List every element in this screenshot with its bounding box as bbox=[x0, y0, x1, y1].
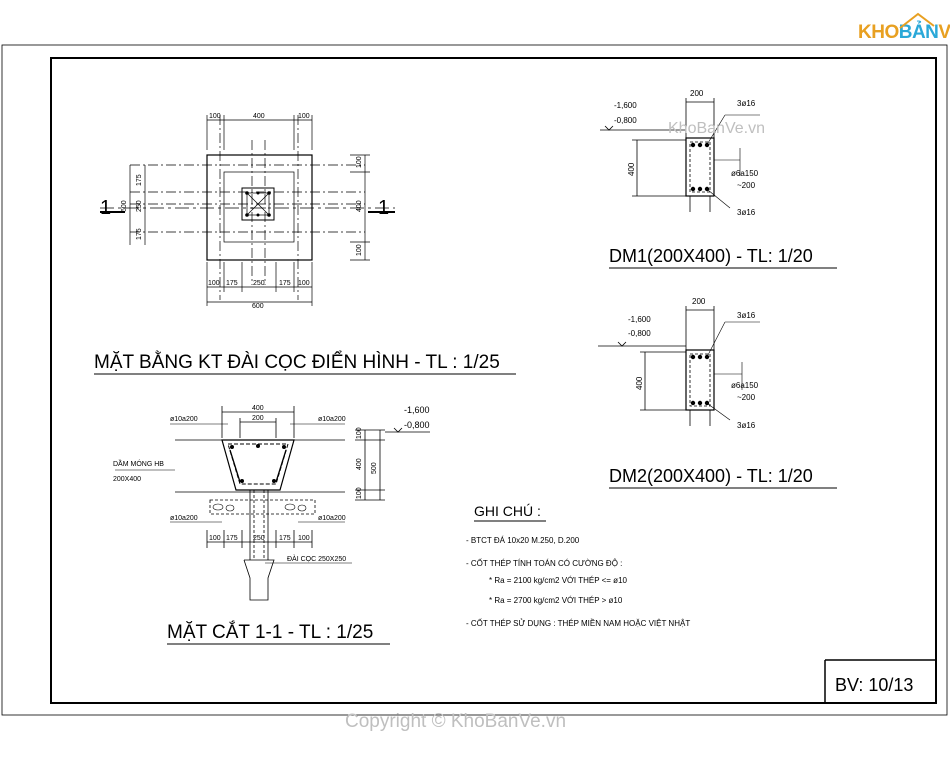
section-title: MẶT CẮT 1-1 - TL : 1/25 bbox=[167, 621, 373, 643]
dm1-annotations: 200 -1,600 -0,800 400 3ø16 ø6a150 ~200 3… bbox=[614, 89, 759, 217]
plan-dim-top-1: 100 bbox=[209, 113, 221, 120]
section-dim-bottom-1: 100 bbox=[209, 535, 221, 542]
dm2-height: 400 bbox=[635, 376, 644, 390]
dm1-stirrup-2: ~200 bbox=[737, 181, 756, 190]
dm1-width: 200 bbox=[690, 89, 704, 98]
section-level-1: -1,600 bbox=[404, 405, 430, 415]
plan-dim-bottom-5: 100 bbox=[298, 280, 310, 287]
dm1-level-2: -0,800 bbox=[614, 116, 637, 125]
section-annotations: 400 200 ø10a200 ø10a200 ø10a200 ø10a200 … bbox=[113, 405, 378, 563]
dm2-title: DM2(200X400) - TL: 1/20 bbox=[609, 466, 813, 486]
plan-dim-bottom-4: 175 bbox=[279, 280, 291, 287]
plan-dim-top-2: 400 bbox=[253, 113, 265, 120]
section-rebar-top-left: ø10a200 bbox=[170, 416, 198, 423]
dm1-title: DM1(200X400) - TL: 1/20 bbox=[609, 246, 813, 266]
note-item-5: - CỐT THÉP SỬ DỤNG : THÉP MIỀN NAM HOẶC … bbox=[466, 618, 690, 628]
dm1-height: 400 bbox=[627, 162, 636, 176]
section-beam-label-2: 200X400 bbox=[113, 476, 141, 483]
dm2-level-1: -1,600 bbox=[628, 315, 651, 324]
section-dim-right-lower: 100 bbox=[356, 487, 363, 499]
dm2-rebar-dots bbox=[690, 354, 710, 406]
plan-dim-right-1: 100 bbox=[356, 156, 363, 168]
section-dim-bottom-2: 175 bbox=[226, 535, 238, 542]
brand-logo: KHOBẢNVẼ bbox=[858, 22, 950, 44]
note-item-4: * Ra = 2700 kg/cm2 VỚI THÉP > ø10 bbox=[489, 596, 623, 605]
note-item-3: * Ra = 2100 kg/cm2 VỚI THÉP <= ø10 bbox=[489, 576, 628, 585]
section-dim-right-total: 500 bbox=[371, 462, 378, 474]
dm2-width: 200 bbox=[692, 297, 706, 306]
logo-part-ve: VẼ bbox=[938, 22, 950, 43]
section-rebar-bottom-right: ø10a200 bbox=[318, 515, 346, 522]
outer-sheet-border bbox=[1, 44, 948, 716]
dm1-level-1: -1,600 bbox=[614, 101, 637, 110]
section-1-1-drawing bbox=[115, 406, 430, 601]
notes-list: - BTCT ĐÁ 10x20 M.250, D.200 - CỐT THÉP … bbox=[466, 536, 690, 628]
drawing-frame bbox=[50, 57, 937, 704]
plan-dimensions: 100 400 100 100 175 250 175 100 600 175 … bbox=[121, 113, 363, 310]
plan-dim-top-3: 100 bbox=[298, 113, 310, 120]
section-rebar-bottom-left: ø10a200 bbox=[170, 515, 198, 522]
section-dim-top-total: 400 bbox=[252, 405, 264, 412]
dm1-top-bar: 3ø16 bbox=[737, 99, 756, 108]
watermark-bottom: Copyright © KhoBanVe.vn bbox=[345, 711, 567, 732]
dm2-level-2: -0,800 bbox=[628, 329, 651, 338]
logo-roof-icon bbox=[899, 12, 935, 29]
note-item-2: - CỐT THÉP TÍNH TOÁN CÓ CƯỜNG ĐỘ : bbox=[466, 558, 622, 568]
dm1-stirrup-1: ø6a150 bbox=[731, 169, 759, 178]
notes-heading: GHI CHÚ : bbox=[474, 503, 541, 519]
dm2-stirrup-2: ~200 bbox=[737, 393, 756, 402]
plan-dim-left-1: 175 bbox=[136, 174, 143, 186]
plan-title: MẶT BẰNG KT ĐÀI CỌC ĐIỂN HÌNH - TL : 1/2… bbox=[94, 351, 500, 373]
section-mark-left: 1 bbox=[100, 197, 111, 219]
section-dim-right-mid: 400 bbox=[356, 458, 363, 470]
dm1-rebar-dots bbox=[690, 142, 710, 192]
dm2-bottom-bar: 3ø16 bbox=[737, 421, 756, 430]
sheet-number: BV: 10/13 bbox=[835, 675, 913, 695]
section-mark-right: 1 bbox=[378, 197, 389, 219]
section-pile-label: ĐÀI CỌC 250X250 bbox=[287, 554, 346, 563]
plan-dim-bottom-3: 250 bbox=[253, 280, 265, 287]
section-dim-bottom-5: 100 bbox=[298, 535, 310, 542]
section-rebar-top-right: ø10a200 bbox=[318, 416, 346, 423]
pile-cap-plan bbox=[100, 115, 395, 306]
section-level-2: -0,800 bbox=[404, 420, 430, 430]
section-dim-right-upper: 100 bbox=[356, 427, 363, 439]
dm2-beam-section bbox=[598, 306, 760, 426]
plan-dim-right-3: 100 bbox=[356, 244, 363, 256]
section-rebar-dots bbox=[230, 444, 286, 483]
section-beam-label-1: DẦM MÓNG HB bbox=[113, 458, 164, 468]
logo-part-ban: BẢN bbox=[898, 22, 939, 43]
dm1-beam-section bbox=[600, 98, 760, 212]
section-levels: -1,600 -0,800 bbox=[404, 405, 430, 430]
dm1-bottom-bar: 3ø16 bbox=[737, 208, 756, 217]
section-dim-bottom-3: 250 bbox=[253, 535, 265, 542]
dm2-top-bar: 3ø16 bbox=[737, 311, 756, 320]
dm2-stirrup-1: ø6a150 bbox=[731, 381, 759, 390]
dm2-annotations: 200 -1,600 -0,800 400 3ø16 ø6a150 ~200 3… bbox=[628, 297, 759, 430]
section-dim-top-inner: 200 bbox=[252, 415, 264, 422]
plan-dim-bottom-total: 600 bbox=[252, 303, 264, 310]
plan-dim-left-2: 250 bbox=[136, 200, 143, 212]
plan-dim-bottom-1: 100 bbox=[208, 280, 220, 287]
plan-dim-bottom-2: 175 bbox=[226, 280, 238, 287]
note-item-1: - BTCT ĐÁ 10x20 M.250, D.200 bbox=[466, 536, 580, 545]
section-dim-bottom-4: 175 bbox=[279, 535, 291, 542]
logo-part-kho: KHO bbox=[858, 22, 899, 43]
plan-dim-right-2: 400 bbox=[356, 200, 363, 212]
watermark-top: KhoBanVe.vn bbox=[668, 120, 765, 137]
plan-dim-left-total: 600 bbox=[121, 200, 128, 212]
plan-dim-left-3: 175 bbox=[136, 228, 143, 240]
